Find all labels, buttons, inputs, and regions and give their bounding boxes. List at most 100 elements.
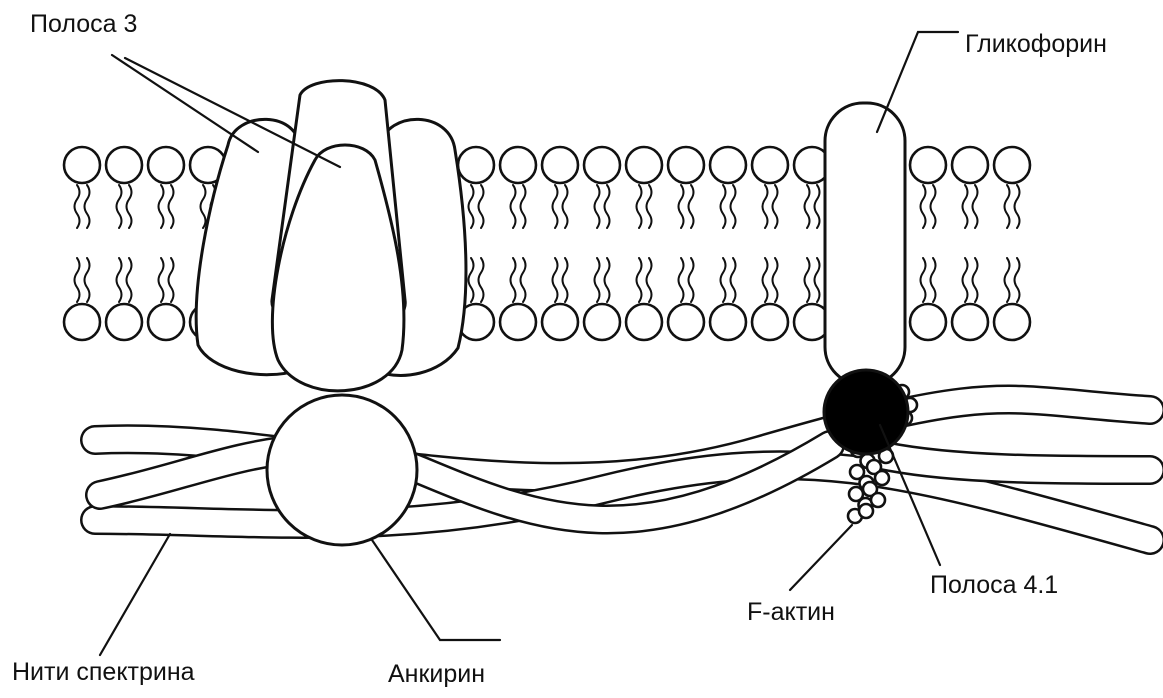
lipid-head [500,304,536,340]
lipid-tail [521,258,526,302]
lipid-tail [159,185,164,228]
lipid-tail [85,185,90,228]
lipid-head [952,147,988,183]
lipid-tail [805,185,810,228]
lipid-tail [731,258,736,302]
lipid-tail [127,185,132,228]
lipid-tail [963,258,968,302]
lipid-tail [731,185,736,228]
lipid-tail [931,185,936,228]
lipid-head [668,304,704,340]
lipid-tail [469,258,474,302]
lipid-head [752,304,788,340]
lipid-head [910,304,946,340]
lipid-head [542,147,578,183]
lipid-tail [511,258,516,302]
lipid-tail [1015,185,1020,228]
lipid-head [710,147,746,183]
lipid-head [458,147,494,183]
lipid-tail [117,185,122,228]
lipid-tail [553,258,558,302]
lipid-tail [721,258,726,302]
lipid-tail [773,258,778,302]
actin-bead [871,493,885,507]
lipid-tail [469,185,474,228]
lipid-tail [553,185,558,228]
lipid-head [106,147,142,183]
lipid-tail [647,185,652,228]
label-spectrin: Нити спектрина [12,660,195,685]
lipid-tail [169,185,174,228]
lipid-tail [159,258,164,302]
label-factin: F-актин [747,600,835,625]
lipid-tail [963,185,968,228]
lipid-tail [563,185,568,228]
lipid-head [106,304,142,340]
lipid-tail [763,258,768,302]
label-glycophorin: Гликофорин [965,32,1107,57]
actin-bead [859,504,873,518]
lipid-tail [511,185,516,228]
lipid-tail [931,258,936,302]
lipid-tail [85,258,90,302]
lipid-tail [973,258,978,302]
lipid-head [64,147,100,183]
lipid-tail [169,258,174,302]
lipid-tail [689,185,694,228]
lipid-tail [637,258,642,302]
lipid-head [584,147,620,183]
lipid-tail [637,185,642,228]
lipid-head [668,147,704,183]
lipid-head [710,304,746,340]
lipid-tail [921,185,926,228]
lipid-tail [521,185,526,228]
lipid-tail [595,258,600,302]
lipid-head [148,147,184,183]
lipid-tail [127,258,132,302]
lipid-tail [201,185,206,228]
lipid-tail [117,258,122,302]
lipid-tail [605,185,610,228]
lipid-tail [75,185,80,228]
label-band3: Полоса 3 [30,12,137,37]
lipid-tail [689,258,694,302]
lipid-tail [815,185,820,228]
lipid-head [626,147,662,183]
lipid-tail [679,258,684,302]
lipid-tail [721,185,726,228]
lipid-head [64,304,100,340]
actin-bead [875,471,889,485]
band3-protein [196,81,466,391]
label-ankyrin: Анкирин [388,662,485,687]
lipid-head [584,304,620,340]
lipid-tail [921,258,926,302]
lipid-head [952,304,988,340]
lipid-tail [647,258,652,302]
lipid-head [994,147,1030,183]
lipid-tail [1015,258,1020,302]
lipid-tail [1005,185,1010,228]
lipid-head [910,147,946,183]
lipid-tail [563,258,568,302]
lipid-head [626,304,662,340]
lipid-tail [815,258,820,302]
lipid-tail [773,185,778,228]
lipid-tail [679,185,684,228]
lipid-head [148,304,184,340]
lipid-tail [479,258,484,302]
lipid-tail [973,185,978,228]
lipid-tail [1005,258,1010,302]
lipid-head [994,304,1030,340]
lipid-tail [595,185,600,228]
glycophorin-protein [825,103,905,385]
label-band41: Полоса 4.1 [930,573,1058,598]
ankyrin-protein [267,395,417,545]
band41-protein [824,370,908,454]
lipid-tail [805,258,810,302]
lipid-head [542,304,578,340]
lipid-tail [75,258,80,302]
lipid-tail [479,185,484,228]
lipid-head [752,147,788,183]
lipid-tail [763,185,768,228]
lipid-head [500,147,536,183]
